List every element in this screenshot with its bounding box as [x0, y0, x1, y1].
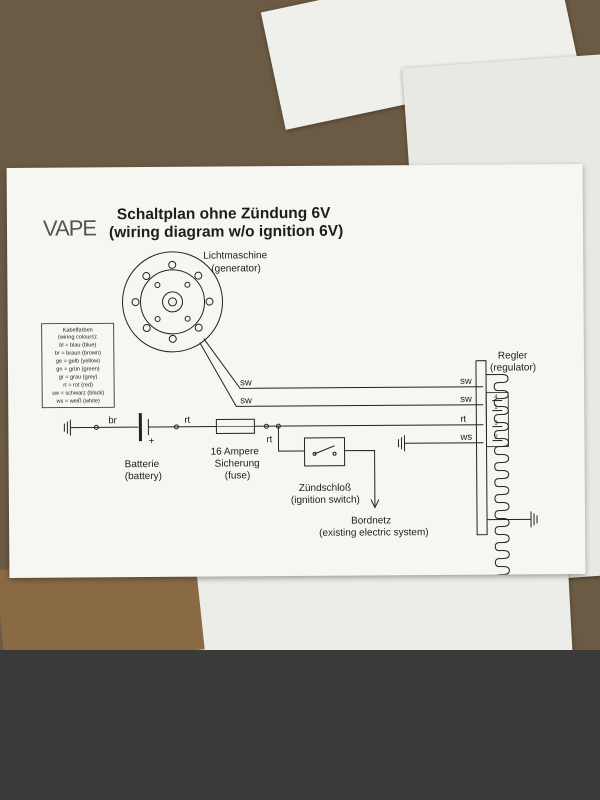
- ignition-switch-label-de: Zündschloß: [299, 483, 351, 494]
- legend-row: bl = blau (blue): [59, 342, 96, 348]
- generator-symbol: [122, 251, 224, 353]
- regulator-symbol: [475, 360, 538, 579]
- terminal-1: 1: [494, 405, 498, 411]
- onboard-label-en: (existing electric system): [319, 527, 429, 539]
- wiring-colour-legend: Kabelfarben (wiring colours): bl = blau …: [41, 322, 115, 409]
- generator-label-en: (generator): [211, 263, 261, 274]
- wire-label-rt-3: rt: [460, 414, 466, 425]
- ignition-switch-branch: [277, 426, 380, 509]
- wire-label-sw-3: sw: [460, 376, 472, 387]
- wire-label-rt-2: rt: [266, 434, 272, 445]
- fuse-symbol: [215, 418, 255, 435]
- floor-area: [0, 650, 600, 800]
- wire-label-sw-2: sw: [240, 395, 252, 406]
- terminal-3: 3: [494, 421, 498, 427]
- legend-row: ge = gelb (yellow): [56, 358, 100, 364]
- generator-label-de: Lichtmaschine: [203, 250, 267, 261]
- battery-plus: +: [148, 436, 154, 447]
- legend-title-en: (wiring colours):: [58, 334, 98, 340]
- regulator-label-en: (regulator): [490, 362, 536, 373]
- legend-row: rt = rot (red): [63, 382, 93, 388]
- wire-label-ws: ws: [459, 432, 472, 443]
- battery-label-de: Batterie: [125, 459, 160, 470]
- fuse-label-en: (fuse): [225, 470, 251, 481]
- wire-label-sw-4: sw: [460, 394, 472, 405]
- title-en: (wiring diagram w/o ignition 6V): [109, 223, 343, 242]
- legend-row: gn = grün (green): [56, 366, 100, 372]
- fuse-label-de2: Sicherung: [215, 458, 260, 469]
- generator-wires: [199, 338, 484, 407]
- wire-label-sw-1: sw: [240, 377, 252, 388]
- legend-title-de: Kabelfarben: [63, 327, 93, 333]
- regulator-label-de: Regler: [498, 350, 528, 361]
- title-de: Schaltplan ohne Zündung 6V: [117, 205, 331, 223]
- main-circuit-line: [70, 423, 484, 430]
- fuse-label-de: 16 Ampere: [211, 446, 260, 457]
- legend-row: sw = schwarz (black): [52, 390, 104, 396]
- ground-symbol-left: [63, 419, 71, 436]
- wire-label-br: br: [108, 415, 117, 426]
- wiring-diagram-sheet: VAPE Schaltplan ohne Zündung 6V (wiring …: [6, 163, 586, 579]
- logo-text: VAPE: [43, 215, 97, 240]
- battery-label-en: (battery): [125, 471, 162, 482]
- legend-row: ws = weiß (white): [55, 398, 100, 404]
- legend-row: br = braun (brown): [55, 350, 101, 356]
- terminal-4: 4: [494, 395, 498, 401]
- wiring-diagram: VAPE Schaltplan ohne Zündung 6V (wiring …: [41, 205, 538, 579]
- legend-row: gr = grau (grey): [59, 374, 98, 380]
- ws-ground-line: [397, 435, 484, 452]
- terminal-2: 2: [494, 435, 498, 441]
- wire-label-rt-1: rt: [184, 415, 190, 426]
- vape-logo: VAPE: [43, 215, 97, 240]
- ignition-switch-label-en: (ignition switch): [291, 495, 360, 506]
- onboard-label-de: Bordnetz: [351, 515, 391, 526]
- battery-symbol: [138, 413, 157, 442]
